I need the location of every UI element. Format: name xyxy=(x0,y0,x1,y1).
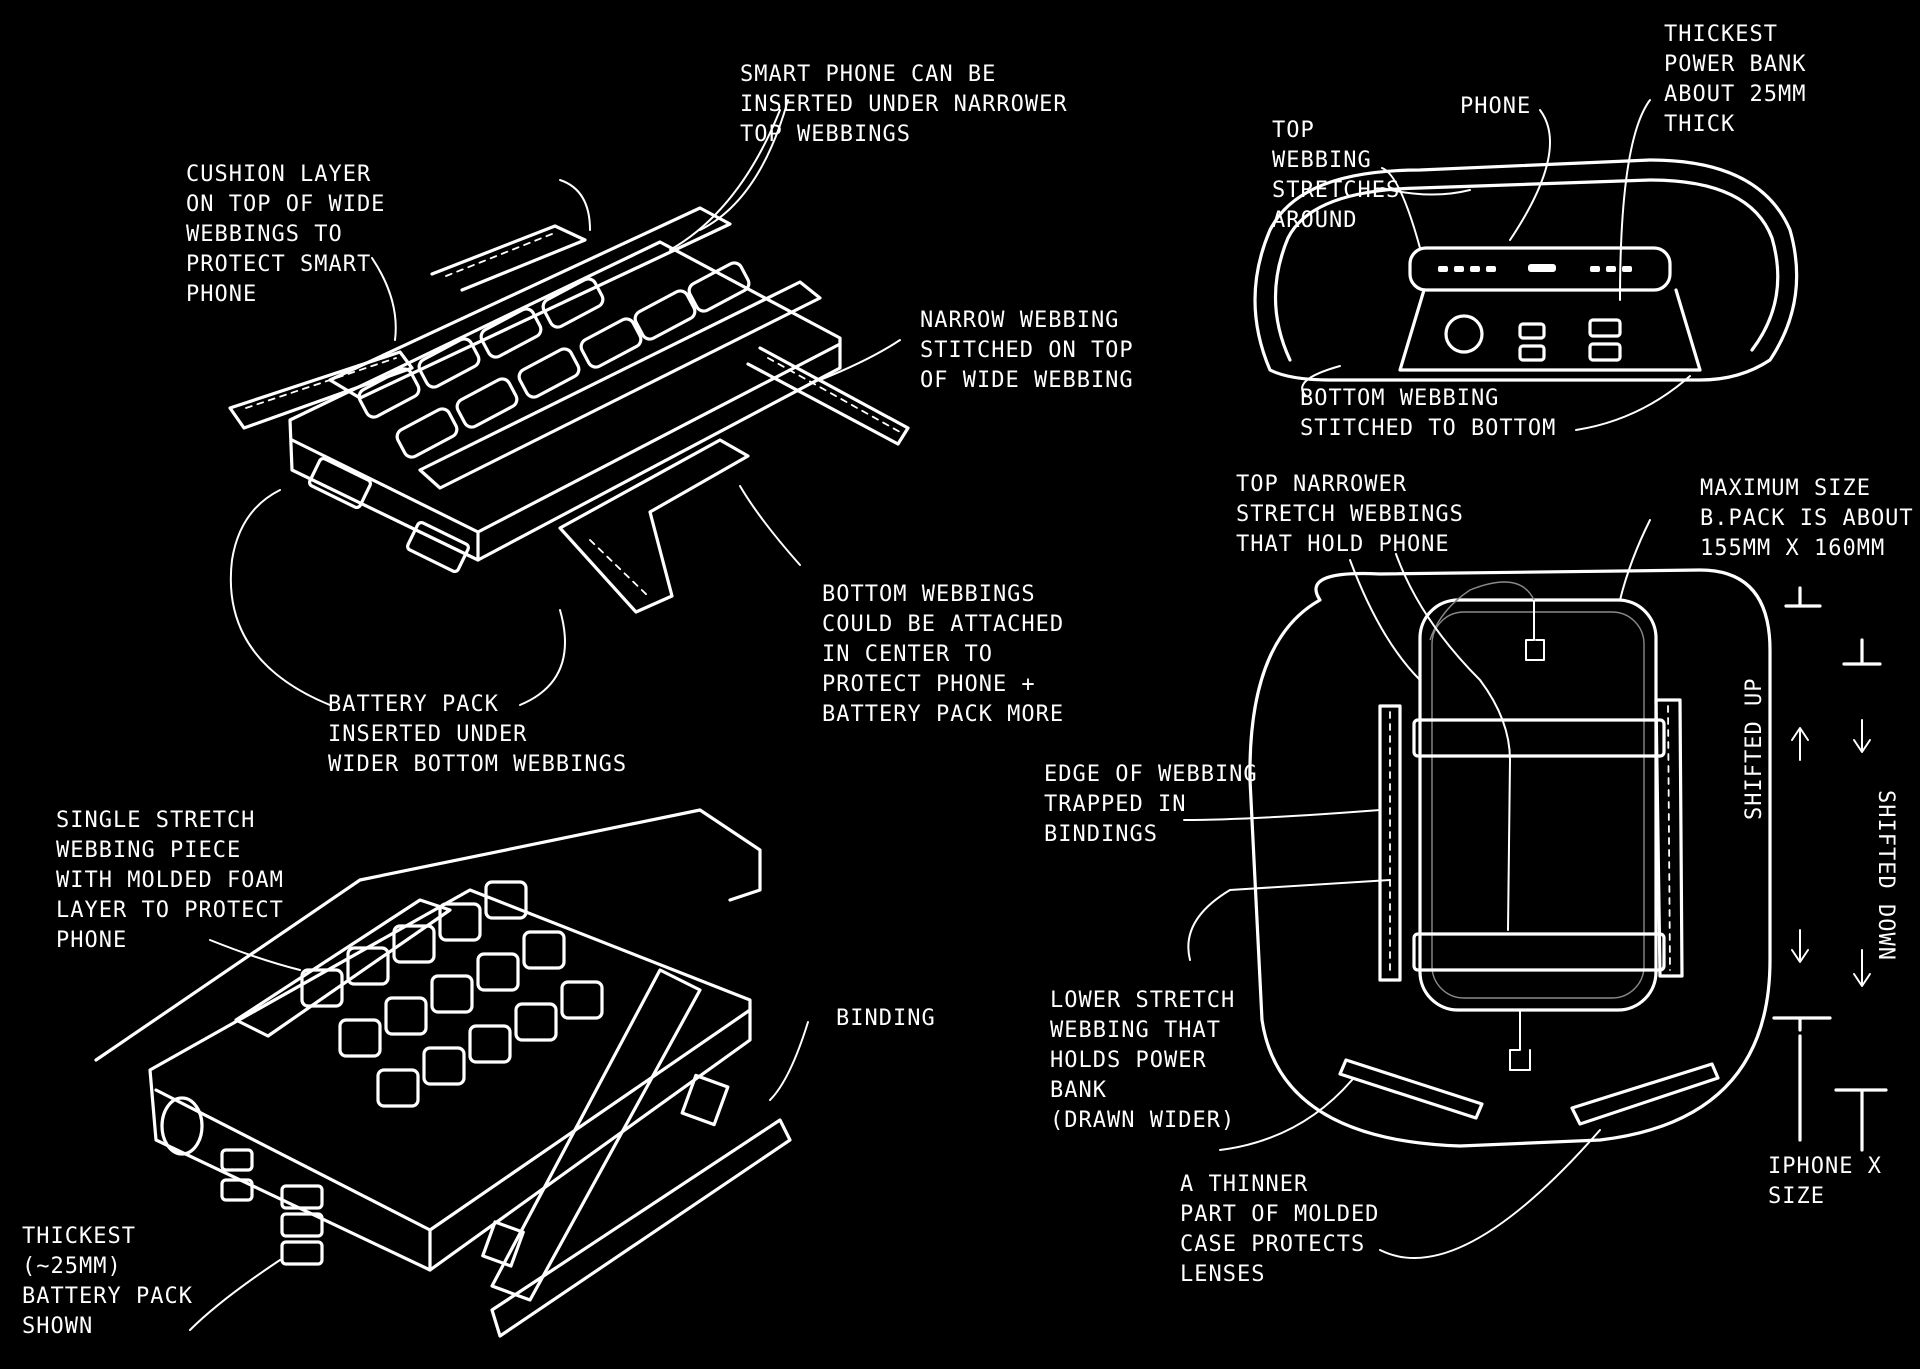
annotation-bottom-webbings: BOTTOM WEBBINGS COULD BE ATTACHED IN CEN… xyxy=(822,582,1065,727)
annotation-binding: BINDING xyxy=(836,1006,936,1031)
annotation-bottom-webbing-stitched: BOTTOM WEBBING STITCHED TO BOTTOM xyxy=(1300,386,1557,441)
annotation-shifted-up: SHIFTED UP xyxy=(1742,677,1767,820)
case-front-end-view-sketch xyxy=(1253,99,1799,431)
annotation-maximum-size: MAXIMUM SIZE B.PACK IS ABOUT 155mm x 160… xyxy=(1700,476,1914,561)
annotation-smart-phone: SMART PHONE CAN BE INSERTED UNDER NARROW… xyxy=(740,62,1068,147)
annotation-lower-stretch: LOWER STRETCH WEBBING THAT HOLDS POWER B… xyxy=(1050,988,1236,1133)
annotation-thinner-part: A THINNER PART OF MOLDED CASE PROTECTS L… xyxy=(1180,1172,1380,1287)
battery-pack-case-sketch xyxy=(228,99,910,706)
annotation-top-webbing-stretches: TOP WEBBING STRETCHES AROUND xyxy=(1272,118,1401,233)
annotation-cushion-layer: CUSHION LAYER ON TOP OF WIDE WEBBINGS TO… xyxy=(186,162,386,307)
annotation-edge-of-webbing: EDGE OF WEBBING TRAPPED IN BINDINGS xyxy=(1044,762,1258,847)
annotation-thickest-power-bank: THICKEST POWER BANK ABOUT 25mm THICK xyxy=(1664,22,1807,137)
annotation-battery-pack: BATTERY PACK INSERTED UNDER WIDER BOTTOM… xyxy=(328,692,628,777)
annotation-thickest-shown: THICKEST (~25mm) BATTERY PACK SHOWN xyxy=(22,1224,193,1339)
molded-foam-case-sketch xyxy=(94,808,809,1338)
annotation-phone: PHONE xyxy=(1460,94,1532,119)
case-top-view-sketch xyxy=(1183,519,1888,1259)
annotation-top-narrower: TOP NARROWER STRETCH WEBBINGS THAT HOLD … xyxy=(1236,472,1464,557)
annotation-single-stretch: SINGLE STRETCH WEBBING PIECE WITH MOLDED… xyxy=(56,808,284,953)
annotation-shifted-down: SHIFTED DOWN xyxy=(1873,790,1898,961)
annotation-iphone-x-size: iPHONE X SIZE xyxy=(1768,1154,1882,1209)
annotation-narrow-webbing: NARROW WEBBING STITCHED ON TOP OF WIDE W… xyxy=(920,308,1134,393)
